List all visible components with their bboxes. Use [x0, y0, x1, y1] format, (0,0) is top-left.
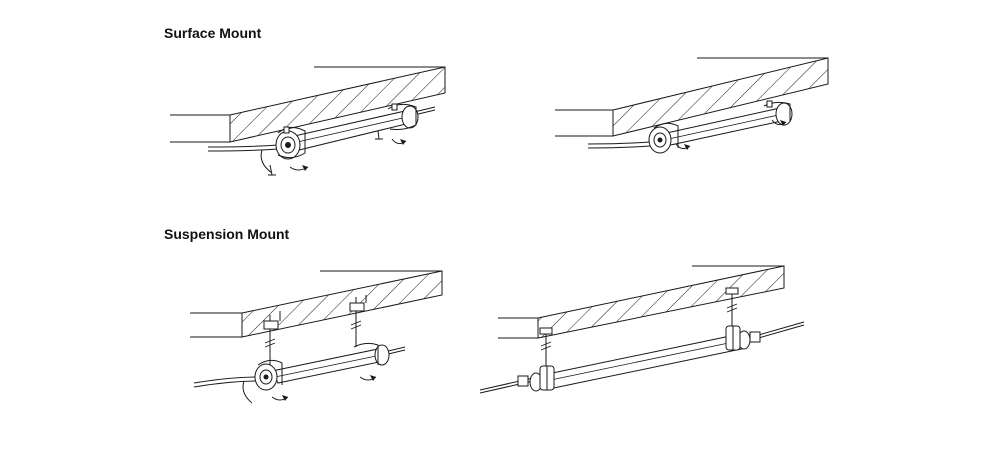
rotate-arrow: [242, 375, 377, 404]
cable: [587, 141, 651, 149]
end-cap: [275, 105, 419, 160]
mounting-clip: [277, 103, 417, 159]
ceiling-slab: [170, 66, 446, 143]
end-cap: [648, 102, 793, 154]
ceiling-slab: [190, 270, 443, 338]
suspension-wire: [264, 311, 362, 365]
tube-light: [271, 348, 385, 384]
suspension-mount-diagram-right: [479, 265, 805, 394]
tube-light: [537, 333, 747, 391]
surface-mount-diagram-right: [555, 57, 829, 154]
cable-gland: [517, 331, 761, 387]
rotate-arrow: [675, 119, 787, 150]
end-cap: [254, 344, 390, 391]
suspension-mount-title: Suspension Mount: [164, 226, 290, 242]
mounting-clip: [653, 100, 791, 148]
ceiling-slab: [555, 57, 829, 137]
rotate-arrow: [260, 138, 407, 174]
suspension-mount-diagram-left: [190, 270, 443, 404]
surface-mount-diagram-left: [170, 66, 446, 176]
suspension-wire: [540, 294, 738, 370]
mounting-clip: [257, 342, 379, 385]
mounting-clip: [539, 325, 741, 391]
screw: [268, 130, 383, 176]
surface-mount-title: Surface Mount: [164, 25, 262, 41]
ceiling-slab: [498, 265, 785, 339]
ceiling-anchor: [263, 295, 367, 330]
